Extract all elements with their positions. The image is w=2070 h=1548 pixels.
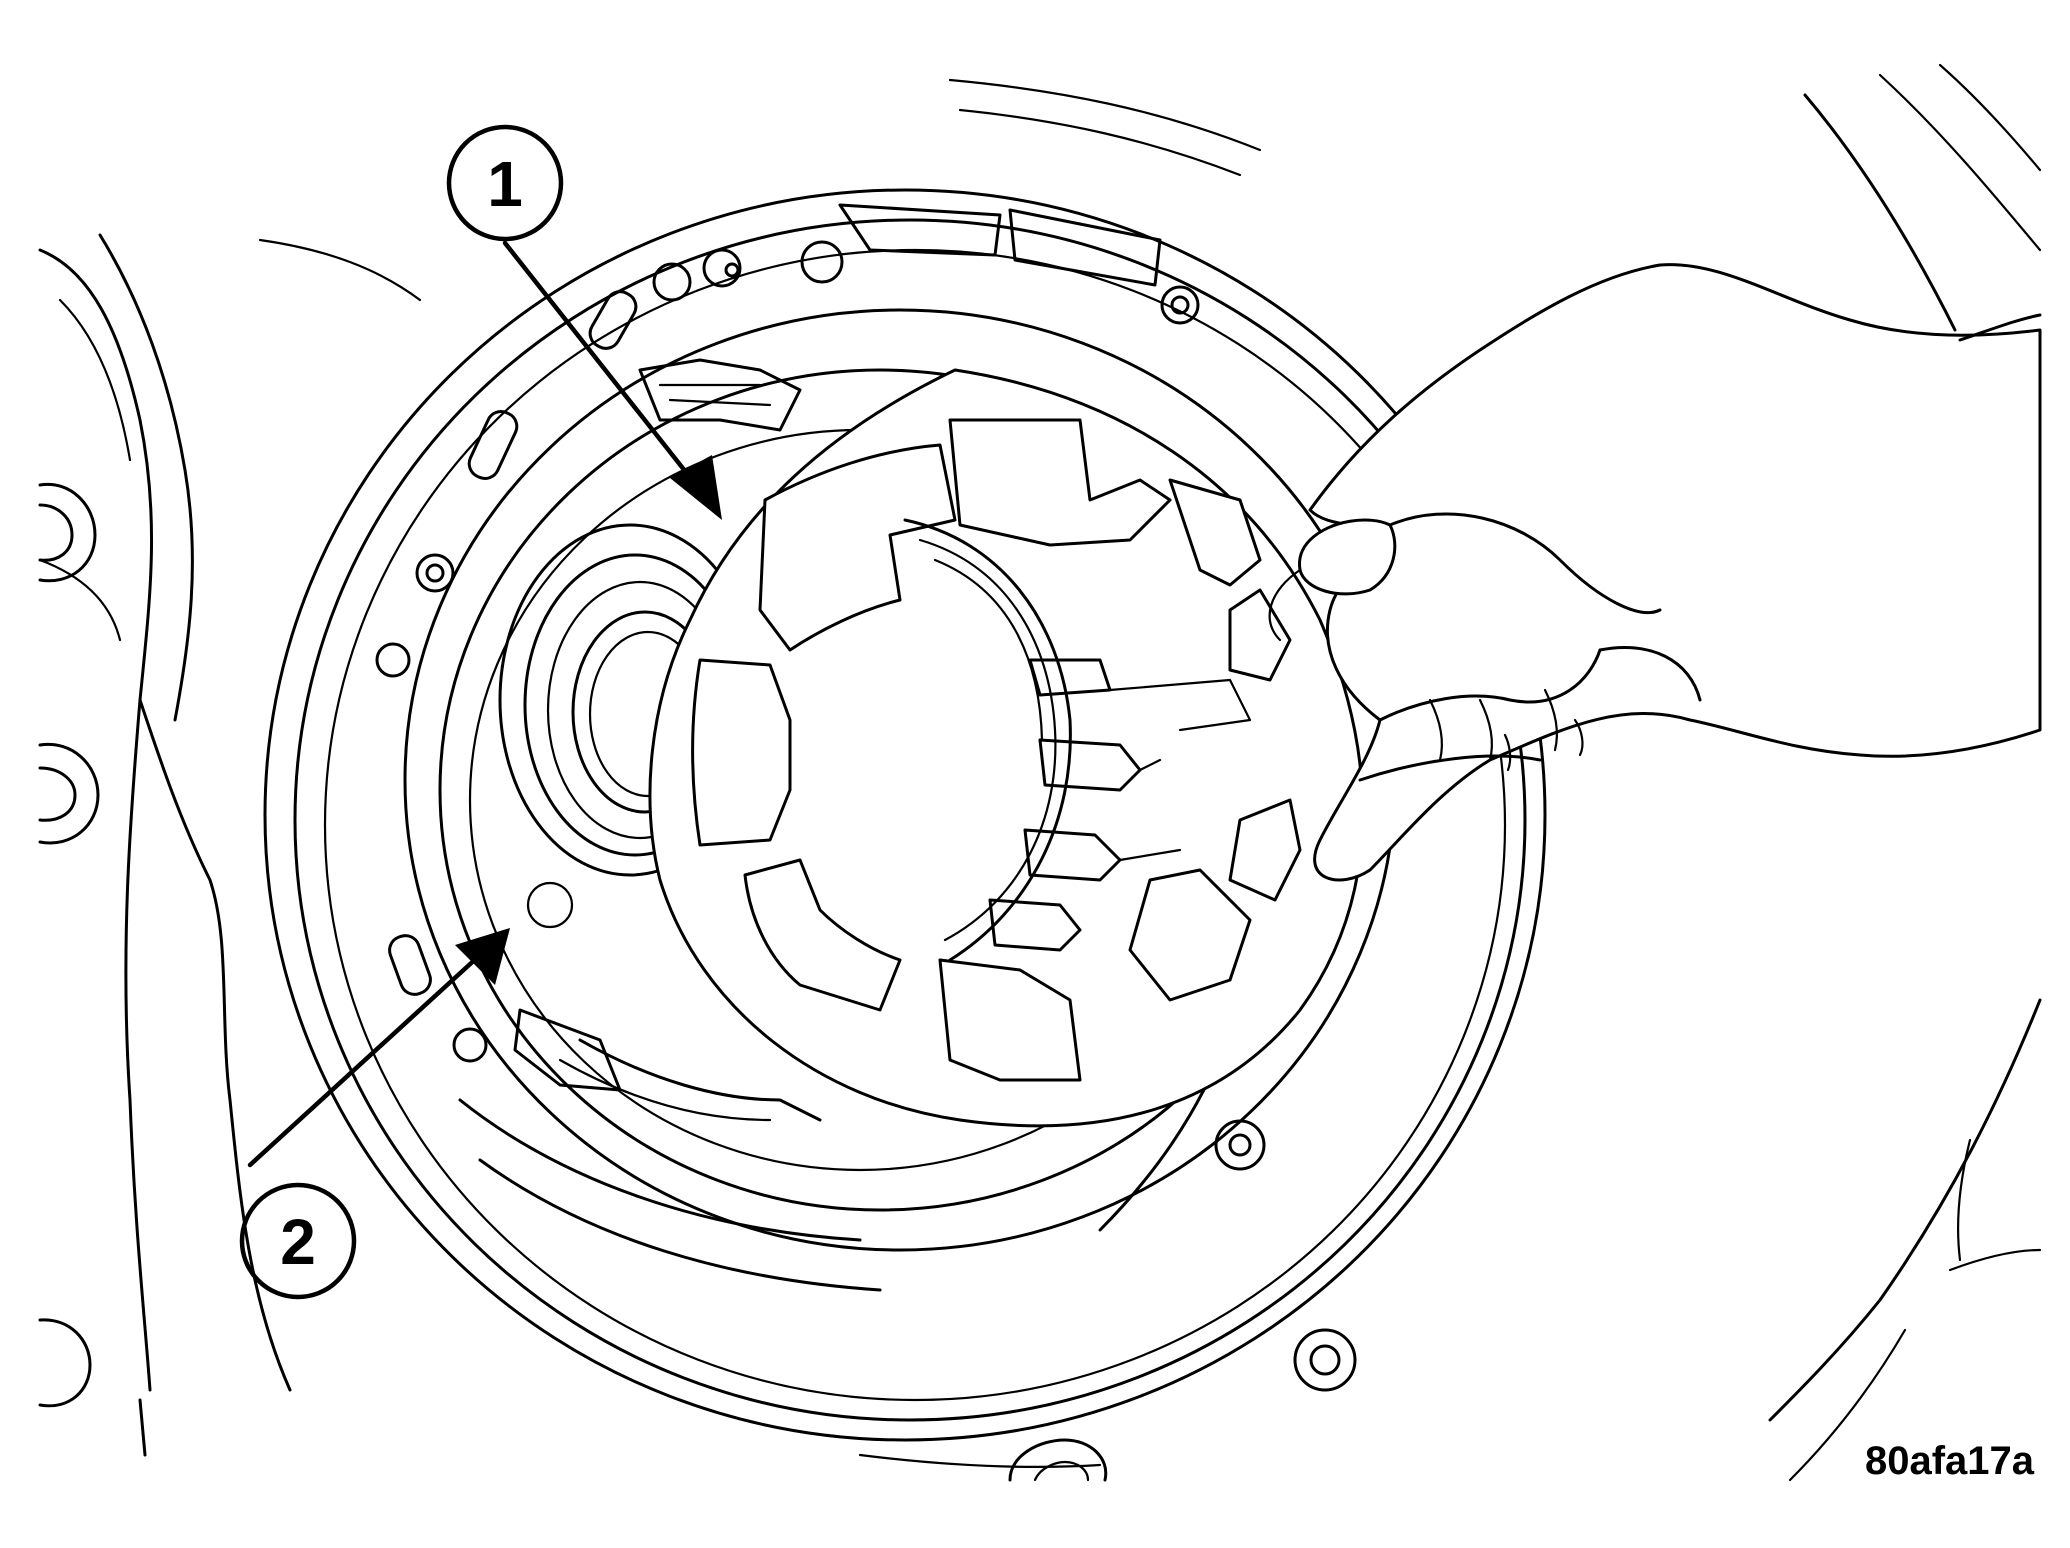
callout-1: 1 bbox=[446, 124, 722, 520]
callout-1-label: 1 bbox=[487, 148, 523, 220]
hand bbox=[1268, 263, 2042, 882]
figure-id: 80afa17a bbox=[1864, 1439, 2034, 1483]
reaction-plate bbox=[648, 368, 1365, 1128]
callout-1-circle bbox=[446, 124, 564, 242]
transmission-case bbox=[38, 233, 422, 1457]
callout-2-label: 2 bbox=[280, 1206, 316, 1278]
callout-1-arrowhead bbox=[670, 455, 722, 520]
callout-2-circle bbox=[239, 1182, 357, 1300]
callout-2-arrowhead bbox=[455, 928, 510, 985]
background-contours bbox=[858, 63, 2042, 1482]
callout-2: 2 bbox=[239, 928, 510, 1300]
callout-1-arrow-shaft bbox=[502, 240, 703, 493]
callout-2-arrow-shaft bbox=[247, 952, 483, 1168]
